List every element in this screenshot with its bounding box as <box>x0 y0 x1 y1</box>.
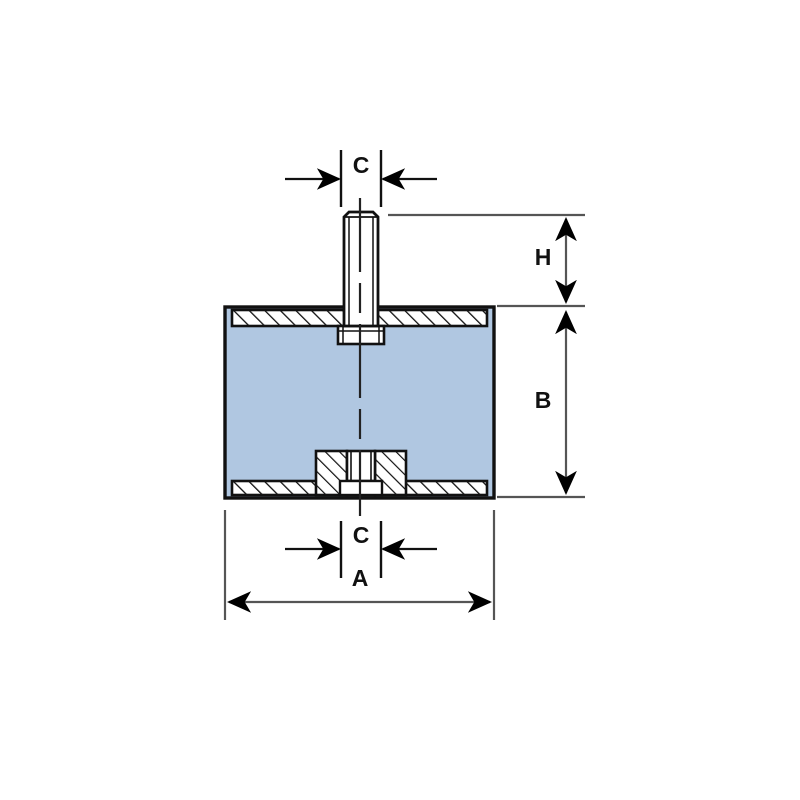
dimension-c-bottom: C <box>285 521 437 578</box>
dimension-label-a: A <box>352 565 369 591</box>
dimension-h: H <box>388 213 585 308</box>
dimension-label-h: H <box>535 244 552 270</box>
dimension-label-c-top: C <box>353 152 370 178</box>
dimension-label-b: B <box>535 387 552 413</box>
dimension-label-c-bottom: C <box>353 522 370 548</box>
insert-right-hatched-block <box>373 449 408 497</box>
bottom-threaded-insert-group <box>314 449 408 497</box>
dimension-a: A <box>223 510 496 620</box>
dimension-b: B <box>497 309 585 499</box>
dimension-c-top: C <box>285 150 437 207</box>
